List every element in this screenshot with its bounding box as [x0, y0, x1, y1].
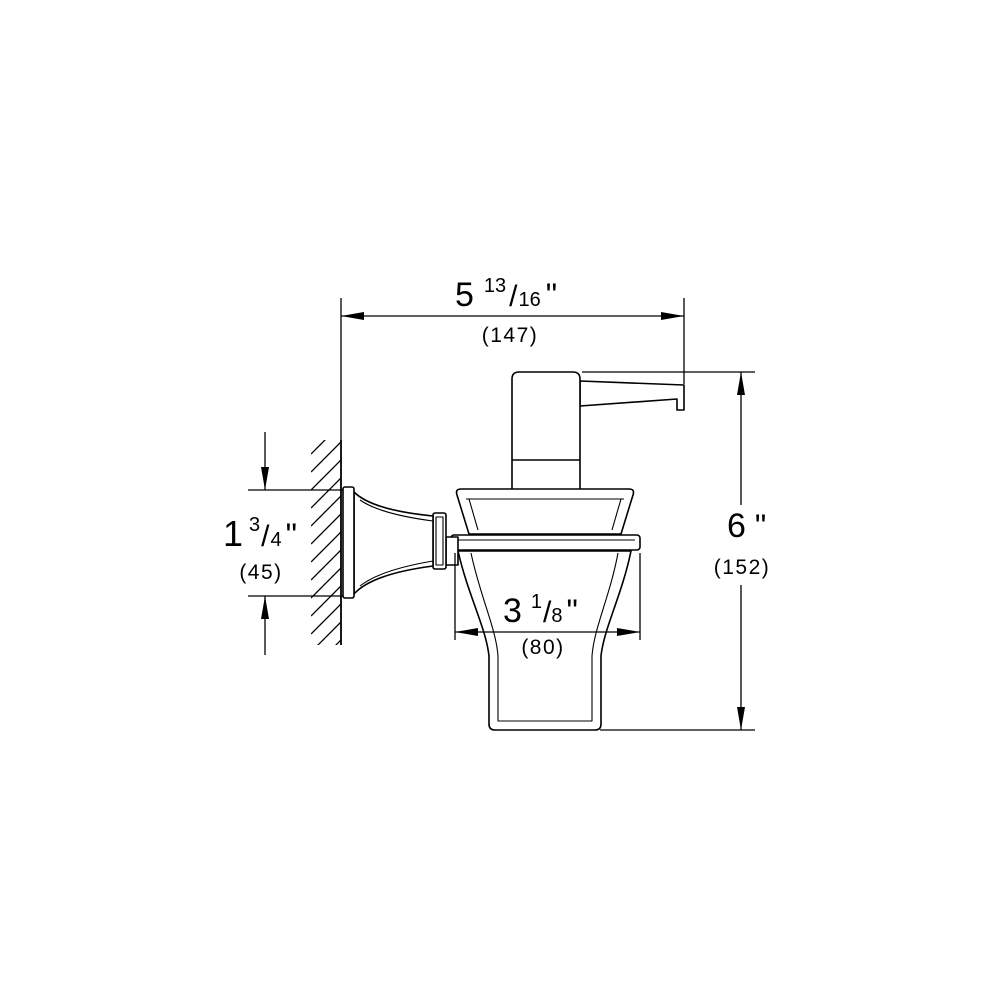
- overall-width-imperial-label: 5 13/16": [455, 275, 557, 314]
- hatch-line: [311, 567, 341, 599]
- denominator: 16: [519, 289, 541, 311]
- container-lid-inner-line: [466, 498, 624, 531]
- hatch-line: [311, 603, 341, 635]
- wall-arm: [353, 491, 434, 595]
- hatch-line: [311, 513, 341, 545]
- arrowhead-bottom: [737, 707, 745, 730]
- hatch-line: [317, 621, 341, 645]
- overall-width-metric-label: (147): [482, 324, 539, 347]
- arm-connector: [432, 512, 447, 570]
- pump-spout: [579, 380, 685, 411]
- numerator: 1: [531, 591, 542, 613]
- hatch-line: [311, 440, 326, 455]
- numerator: 13: [484, 275, 506, 297]
- arm-connector-inner: [435, 516, 444, 566]
- arrowhead-right: [617, 628, 640, 636]
- hatch-line: [311, 495, 341, 527]
- hatch-line: [311, 459, 341, 491]
- arrowhead-left: [455, 628, 478, 636]
- whole-number: 6: [727, 507, 746, 545]
- container-lid: [455, 488, 635, 535]
- wall-flange: [342, 486, 355, 599]
- arrowhead-left: [341, 312, 364, 320]
- inch-mark: ": [546, 277, 557, 313]
- inch-mark: ": [286, 517, 297, 553]
- glass-container-inner-line: [470, 552, 619, 722]
- hatch-line: [335, 639, 341, 645]
- inch-mark: ": [567, 593, 578, 629]
- denominator: 4: [271, 529, 282, 551]
- arrowhead-right: [661, 312, 684, 320]
- arrowhead-top: [737, 372, 745, 395]
- inch-mark: ": [755, 508, 766, 544]
- fraction-slash: /: [543, 596, 552, 629]
- hatch-line: [311, 477, 341, 509]
- overall-width-dimension: 5 13/16" (147): [340, 275, 685, 440]
- overall-height-imperial-label: 6": [727, 507, 766, 545]
- arrowhead-up: [261, 596, 269, 619]
- wall-arm-inner-line: [359, 499, 434, 587]
- arm-connector-link: [445, 536, 459, 566]
- holder-ring: [450, 534, 641, 551]
- hatch-line: [311, 585, 341, 617]
- whole-number: 3: [503, 592, 522, 630]
- wall: [311, 440, 342, 645]
- glass-container-outline: [457, 550, 632, 731]
- mount-height-metric-label: (45): [239, 561, 282, 584]
- soap-dispenser: [342, 371, 685, 731]
- pump-head: [511, 371, 581, 493]
- overall-height-dimension: 6" (152): [582, 371, 771, 731]
- hatch-line: [311, 531, 341, 563]
- denominator: 8: [551, 605, 562, 627]
- hatch-line: [311, 549, 341, 581]
- wall-hatching: [311, 440, 341, 645]
- numerator: 3: [249, 514, 260, 536]
- hatch-line: [311, 441, 341, 473]
- arrowhead-down: [261, 467, 269, 490]
- fraction-slash: /: [261, 520, 270, 553]
- whole-number: 1: [223, 513, 243, 554]
- fraction-slash: /: [509, 280, 518, 313]
- overall-height-metric-label: (152): [714, 556, 771, 579]
- container-width-metric-label: (80): [521, 636, 564, 659]
- whole-number: 5: [455, 276, 474, 314]
